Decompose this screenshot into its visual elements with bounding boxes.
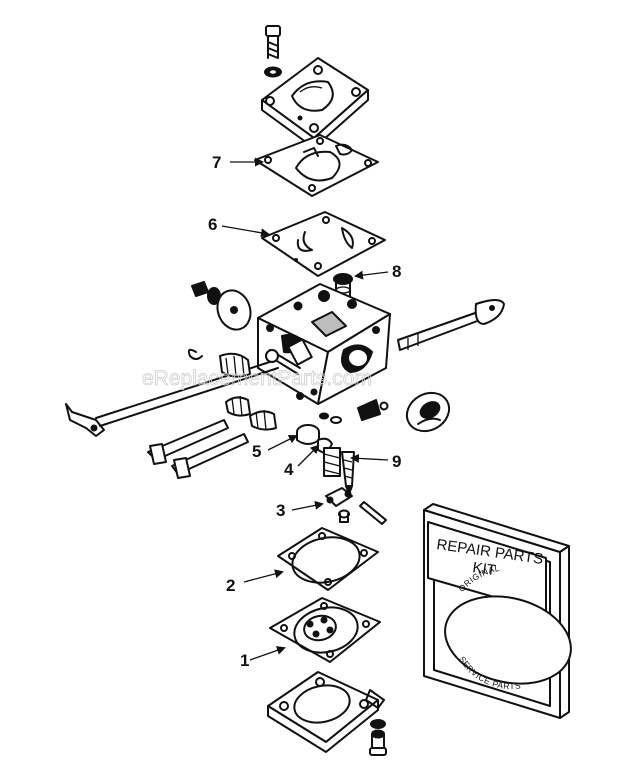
callout-8: 8 xyxy=(392,262,401,281)
pump-gasket-2 xyxy=(277,527,379,591)
metering-lever-3 xyxy=(325,487,387,525)
callout-5: 5 xyxy=(252,442,261,461)
callout-labels: 1 2 3 4 5 6 7 8 9 xyxy=(208,153,401,670)
mixture-needles xyxy=(147,395,277,479)
callout-4: 4 xyxy=(284,460,294,479)
repair-parts-kit: REPAIR PARTS KIT ORIGINAL SERVICE PARTS xyxy=(423,503,572,719)
watermark-text: eReplacementParts.com xyxy=(142,367,372,390)
pump-cover-bottom xyxy=(267,671,387,756)
inlet-needle-parts xyxy=(296,424,355,495)
pump-diaphragm-1 xyxy=(269,597,381,663)
callout-6: 6 xyxy=(208,215,217,234)
cover-gasket-7 xyxy=(254,134,379,197)
callout-leaders xyxy=(221,157,389,661)
callout-1: 1 xyxy=(240,651,249,670)
callout-7: 7 xyxy=(212,153,221,172)
metering-diaphragm-6 xyxy=(261,211,386,277)
callout-3: 3 xyxy=(276,501,285,520)
cover-screw xyxy=(264,25,282,78)
choke-shaft xyxy=(397,299,505,351)
carburetor-cover xyxy=(261,57,369,149)
throttle-screw-assembly xyxy=(191,281,252,331)
carburetor-body xyxy=(257,283,391,424)
callout-2: 2 xyxy=(226,576,235,595)
throttle-shaft xyxy=(65,348,279,437)
kit-label-line2: KIT xyxy=(471,559,496,579)
callout-9: 9 xyxy=(392,452,401,471)
pump-cover-disc xyxy=(357,391,451,433)
